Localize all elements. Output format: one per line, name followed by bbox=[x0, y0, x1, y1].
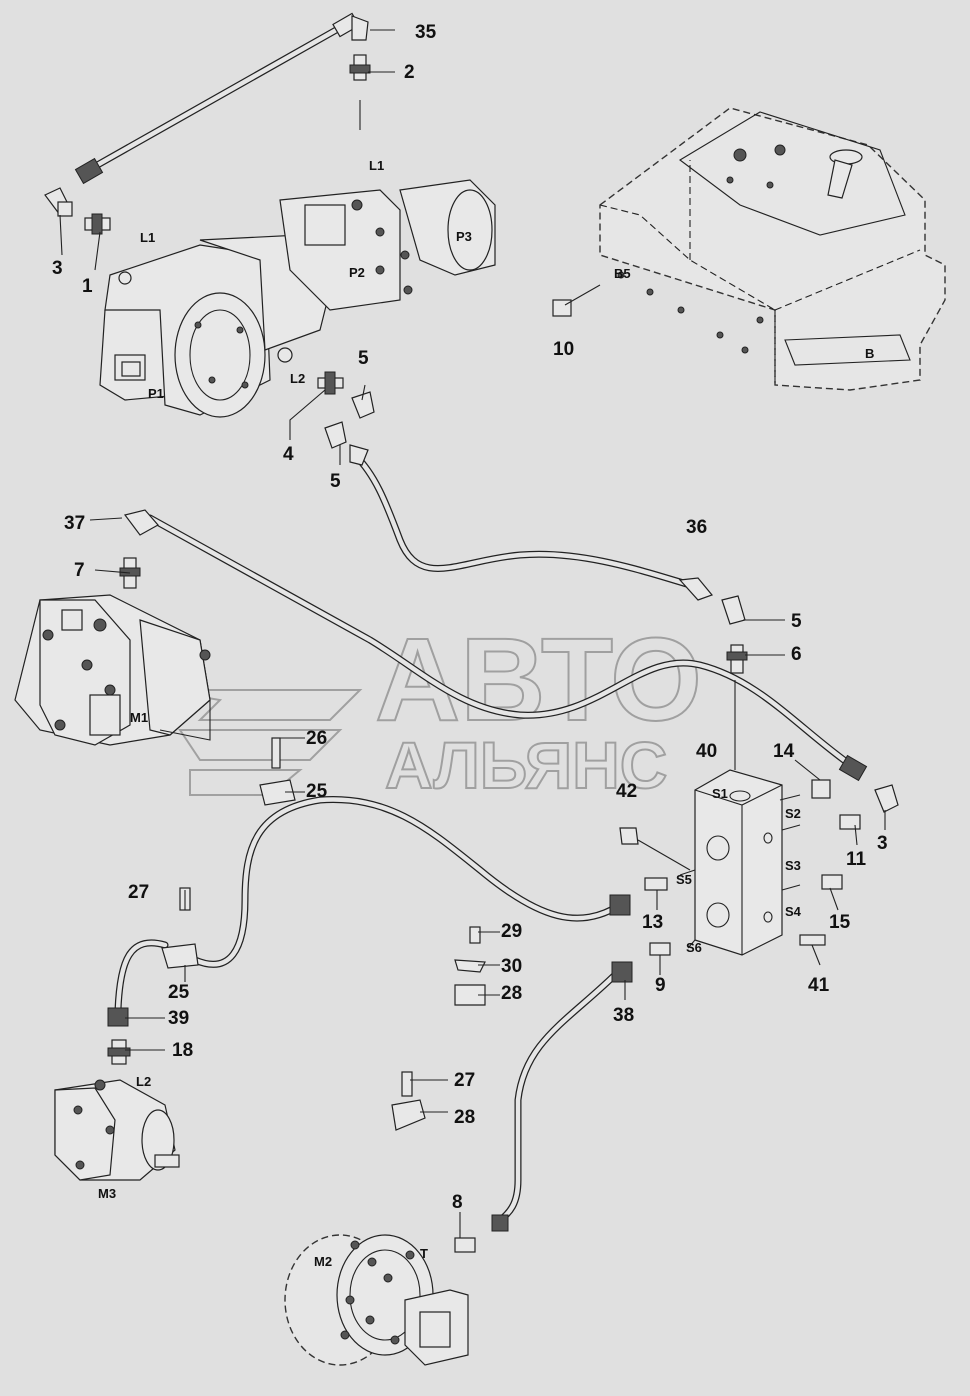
motor-m1 bbox=[14, 594, 211, 746]
watermark-line2: АЛЬЯНС bbox=[385, 728, 667, 802]
callout-15: 15 bbox=[829, 912, 851, 933]
fittings bbox=[44, 12, 899, 1253]
callout-11: 11 bbox=[846, 849, 867, 870]
label-p3: P3 bbox=[456, 229, 472, 244]
label-s2: S2 bbox=[785, 806, 801, 821]
callout-6: 6 bbox=[791, 644, 802, 665]
callout-3: 3 bbox=[52, 258, 63, 279]
callout-14: 14 bbox=[773, 741, 795, 762]
label-l2-motor: L2 bbox=[136, 1074, 151, 1089]
callout-1: 1 bbox=[82, 276, 93, 297]
component-labels: L1 L1 P3 P2 P1 L2 B5 B M1 S1 S2 S3 S4 S5… bbox=[98, 158, 874, 1269]
callout-18: 18 bbox=[172, 1040, 193, 1061]
callout-4: 4 bbox=[283, 444, 294, 465]
callout-13: 13 bbox=[642, 912, 663, 933]
callout-numbers: 35 2 3 1 10 5 4 5 37 36 7 5 6 26 40 14 2… bbox=[52, 22, 888, 1213]
leader-lines bbox=[59, 29, 886, 1238]
callout-5: 5 bbox=[358, 348, 369, 369]
watermark-line1: АВТО bbox=[375, 614, 702, 746]
callout-40: 40 bbox=[696, 741, 717, 762]
label-s3: S3 bbox=[785, 858, 801, 873]
callout-25: 25 bbox=[306, 781, 328, 802]
label-m1: M1 bbox=[130, 710, 148, 725]
label-t: T bbox=[420, 1246, 428, 1261]
label-s6: S6 bbox=[686, 940, 702, 955]
callout-30: 30 bbox=[501, 956, 522, 977]
callout-26: 26 bbox=[306, 728, 327, 749]
callout-7: 7 bbox=[74, 560, 85, 581]
label-s1: S1 bbox=[712, 786, 728, 801]
label-m2: M2 bbox=[314, 1254, 332, 1269]
label-m3: M3 bbox=[98, 1186, 116, 1201]
callout-29: 29 bbox=[501, 921, 522, 942]
label-l1-top: L1 bbox=[369, 158, 384, 173]
callout-36: 36 bbox=[686, 517, 707, 538]
label-l2-pump: L2 bbox=[290, 371, 305, 386]
callout-27: 27 bbox=[128, 882, 149, 903]
label-p2: P2 bbox=[349, 265, 365, 280]
watermark: АВТО АЛЬЯНС bbox=[159, 613, 703, 803]
callout-5: 5 bbox=[791, 611, 802, 632]
callout-28: 28 bbox=[501, 983, 522, 1004]
callout-27: 27 bbox=[454, 1070, 475, 1091]
callout-39: 39 bbox=[168, 1008, 189, 1029]
callout-28: 28 bbox=[454, 1107, 475, 1128]
label-s5: S5 bbox=[676, 872, 692, 887]
callout-41: 41 bbox=[808, 975, 830, 996]
motor-m3 bbox=[54, 1079, 180, 1181]
callout-37: 37 bbox=[64, 513, 85, 534]
callout-38: 38 bbox=[613, 1005, 634, 1026]
callout-2: 2 bbox=[404, 62, 415, 83]
label-l1-pump: L1 bbox=[140, 230, 155, 245]
hoses bbox=[81, 21, 859, 1229]
callout-42: 42 bbox=[616, 781, 637, 802]
label-b5: B5 bbox=[614, 266, 631, 281]
callout-10: 10 bbox=[553, 339, 574, 360]
valve-block bbox=[694, 769, 783, 956]
callout-25: 25 bbox=[168, 982, 190, 1003]
label-p1: P1 bbox=[148, 386, 164, 401]
callout-9: 9 bbox=[655, 975, 666, 996]
label-s4: S4 bbox=[785, 904, 802, 919]
pump-assembly bbox=[99, 179, 496, 418]
callout-35: 35 bbox=[415, 22, 437, 43]
motor-m2 bbox=[284, 1234, 469, 1366]
callout-8: 8 bbox=[452, 1192, 463, 1213]
callout-3: 3 bbox=[877, 833, 888, 854]
tank-b bbox=[599, 107, 946, 391]
callout-5: 5 bbox=[330, 471, 341, 492]
label-b: B bbox=[865, 346, 874, 361]
